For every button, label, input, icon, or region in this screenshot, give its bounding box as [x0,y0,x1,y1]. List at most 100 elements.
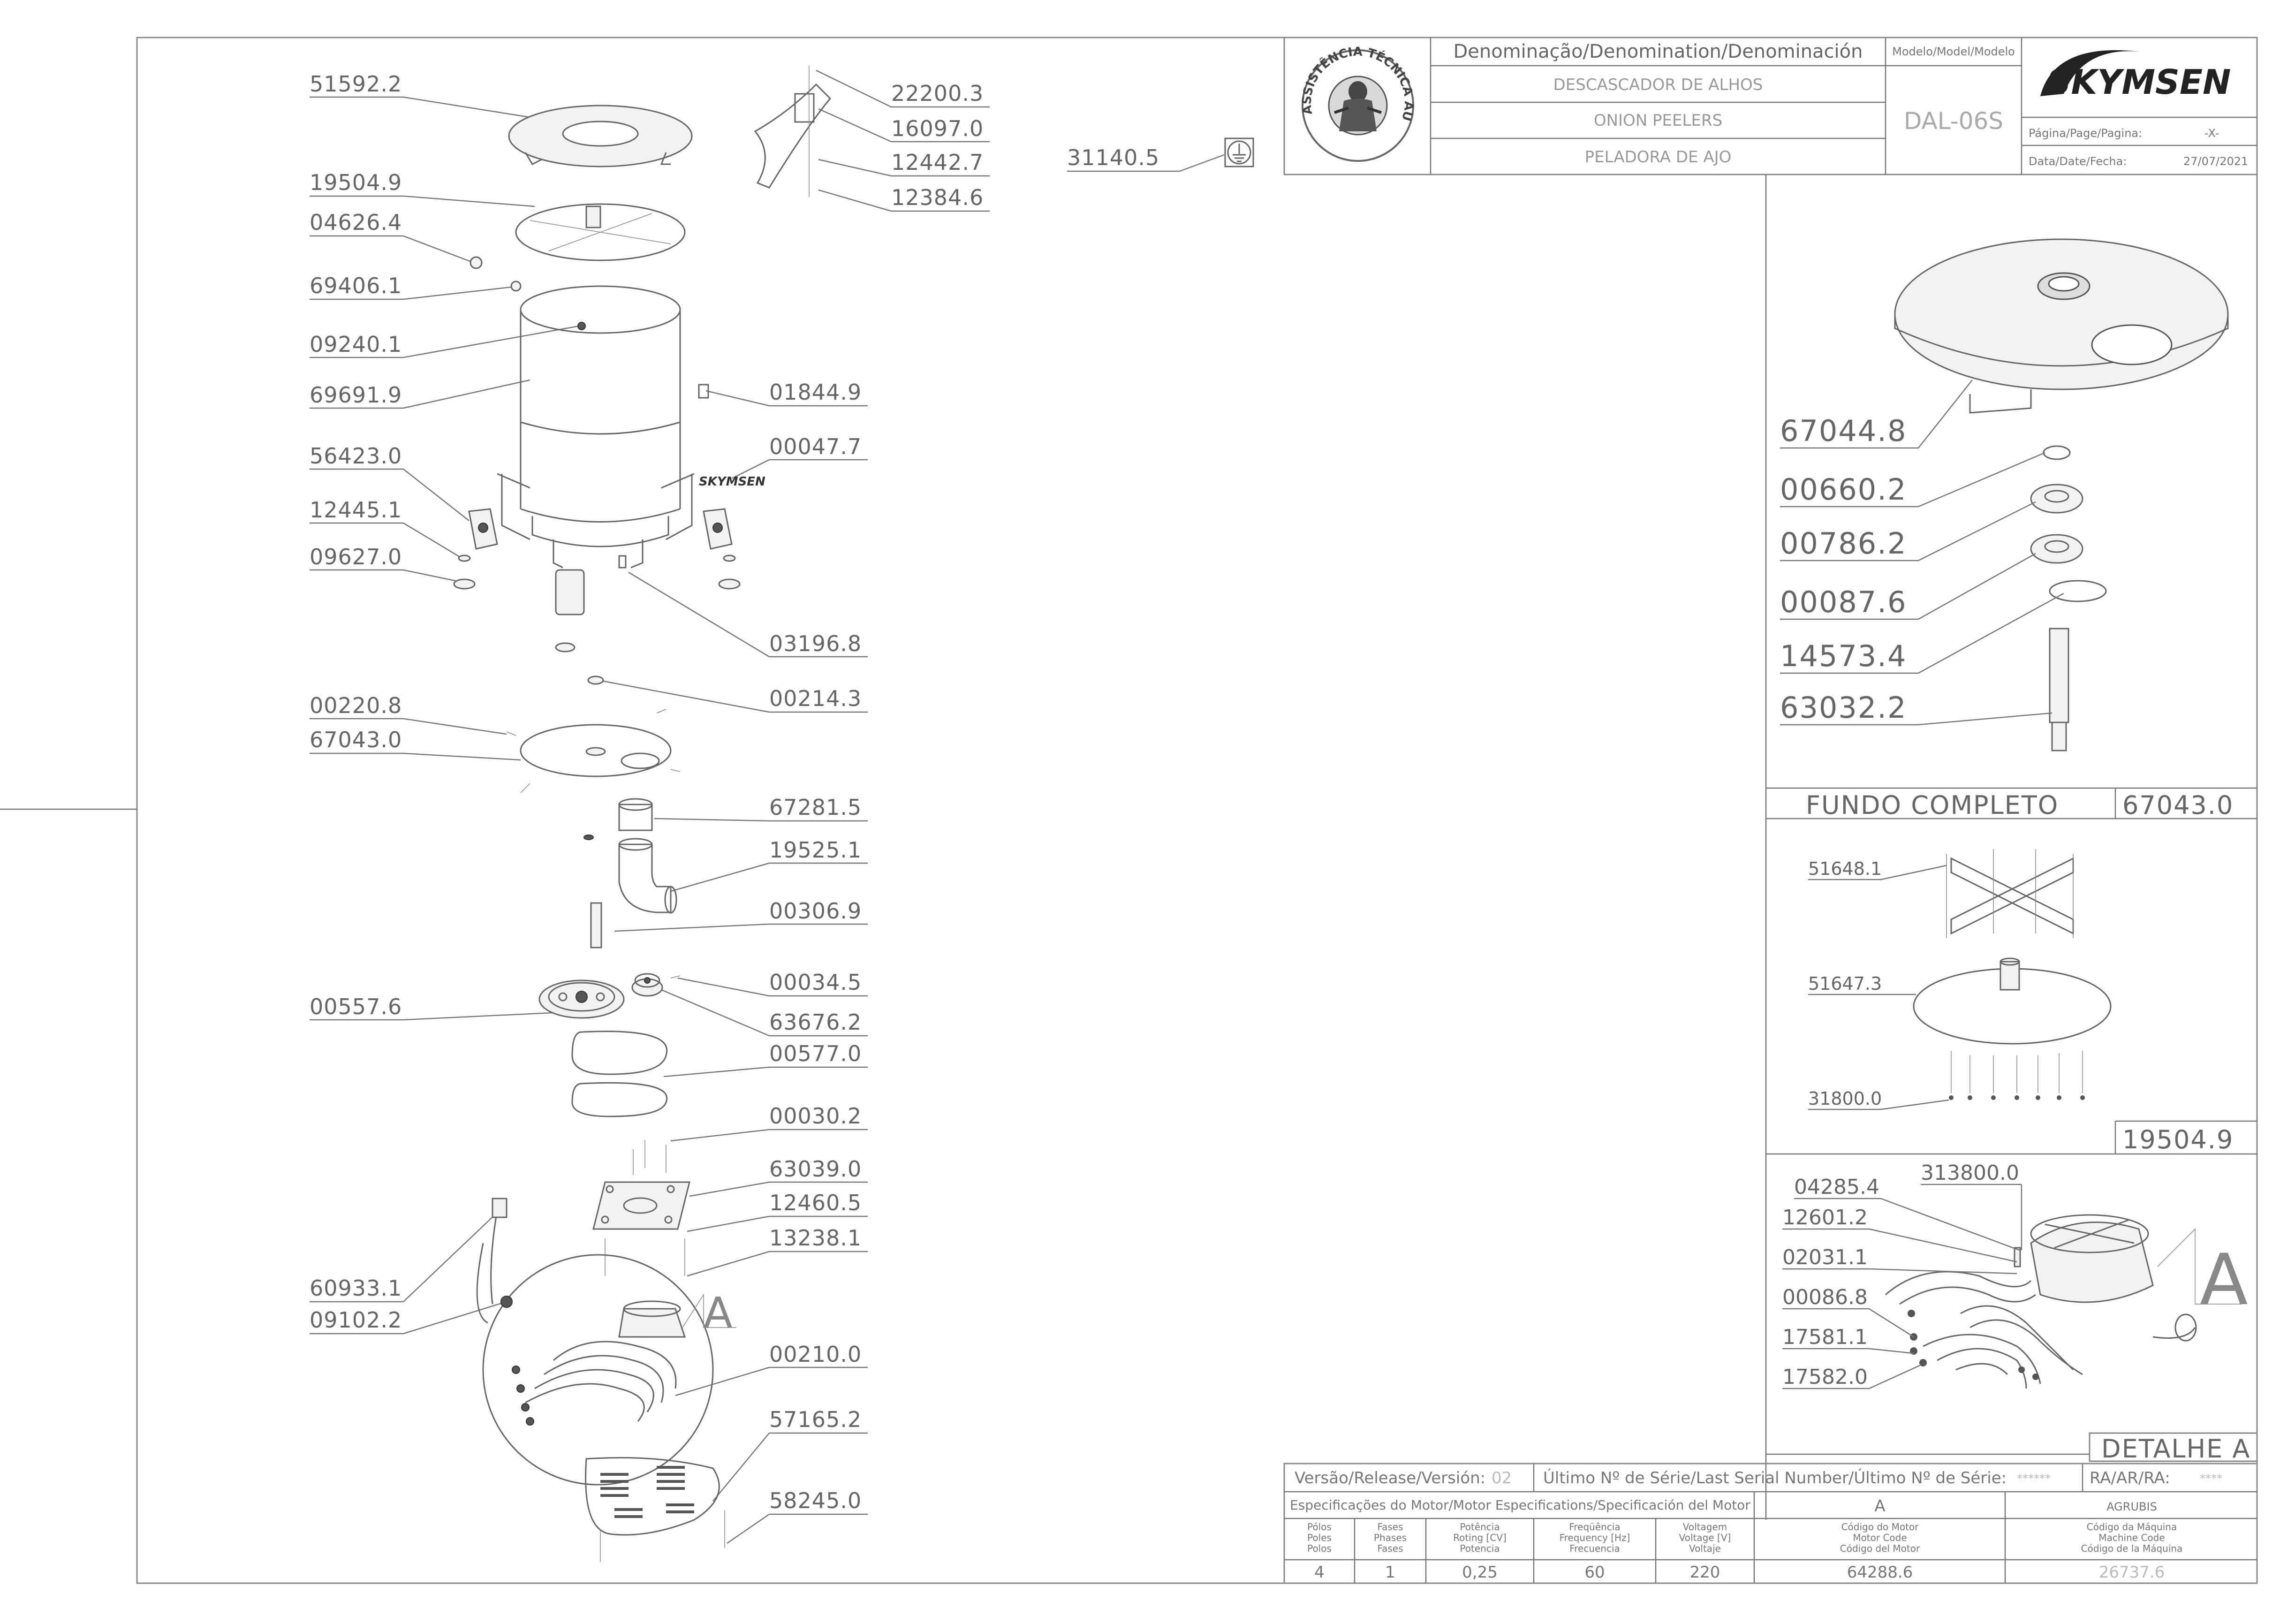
svg-text:Fases: Fases [1377,1521,1403,1533]
part-label: 00306.9 [769,898,862,924]
part-label: 51648.1 [1808,858,1882,879]
part-label: 01844.9 [769,379,862,405]
disc-assembly-panel: 19504.9 51648.1 51647.3 31800.0 [1766,849,2257,1155]
part-label: 17582.0 [1782,1365,1868,1389]
part-label: 63032.2 [1780,691,1907,725]
spec-col-motor-code: Código do Motor Motor Code Código del Mo… [1840,1521,1920,1582]
lid-part [508,105,693,167]
drawing-frame [136,37,2258,1584]
part-label: 09102.2 [310,1307,402,1333]
detalhe-a-marker: A [2200,1239,2248,1321]
svg-text:Pólos: Pólos [1307,1521,1332,1533]
detalhe-a-title: DETALHE A [2101,1434,2250,1464]
ra-value: **** [2200,1472,2222,1485]
foot-bracket-right [703,508,733,550]
part-label: 00087.6 [1780,585,1907,619]
part-label: 67043.0 [310,727,402,752]
part-label: 00786.2 [1780,526,1907,561]
motor-assembly [476,1198,714,1486]
part-label: 00220.8 [310,693,402,718]
part-label: 19525.1 [769,837,862,863]
svg-text:Polos: Polos [1307,1543,1332,1554]
cylinder-part [520,285,709,547]
model-code: DAL-06S [1904,107,2003,135]
svg-text:Poles: Poles [1307,1532,1332,1543]
svg-text:Phases: Phases [1374,1532,1407,1543]
svg-text:Frecuencia: Frecuencia [1569,1543,1620,1554]
part-label: 63039.0 [769,1156,862,1182]
large-pulley-part [538,979,625,1019]
footer-table: Versão/Release/Versión: 02 Último Nº de … [1283,1463,2258,1584]
part-label: 09627.0 [310,544,402,569]
seal-text: ASSISTÊNCIA TÉCNICA AUTORIZADA [0,0,1416,122]
brand-logo-small: SKYMSEN [699,475,765,489]
spec-col-voltage: Voltagem Voltage [V] Voltaje 220 [1679,1521,1731,1582]
serial-value: ****** [2017,1472,2051,1485]
elbow-pipe-part [618,843,672,913]
svg-text:ASSISTÊNCIA TÉCNICA AUTORIZADA: ASSISTÊNCIA TÉCNICA AUTORIZADA [0,0,1416,122]
part-label: 00214.3 [769,686,862,711]
part-label: 17581.1 [1782,1325,1868,1349]
part-label: 04626.4 [310,210,402,235]
svg-text:Motor Code: Motor Code [1853,1532,1907,1543]
name-en: ONION PEELERS [1594,111,1722,130]
small-pulley-part [631,973,681,997]
part-label: 12445.1 [310,497,402,523]
part-label: 00577.0 [769,1041,862,1066]
switch-box [555,569,585,615]
foot-bracket-left [468,508,498,550]
phases-value: 1 [1385,1563,1395,1582]
part-label: 00660.2 [1780,472,1907,507]
svg-text:Machine Code: Machine Code [2098,1532,2165,1543]
part-label: 14573.4 [1780,639,1907,673]
part-label: 51592.2 [310,71,402,97]
name-pt: DESCASCADOR DE ALHOS [1553,76,1763,94]
svg-text:Código do Motor: Código do Motor [1841,1521,1919,1533]
svg-text:Voltaje: Voltaje [1689,1543,1721,1554]
ra-label: RA/AR/RA: [2090,1469,2170,1487]
base-plate-part [506,675,681,793]
part-label: 69691.9 [310,382,402,408]
date-label: Data/Date/Fecha: [2029,155,2127,168]
svg-text:Código da Máquina: Código da Máquina [2087,1521,2177,1533]
part-label: 19504.9 [310,170,402,195]
spec-col-machine-code: Código da Máquina Machine Code Código de… [2081,1521,2183,1582]
part-label: 16097.0 [891,116,984,141]
part-label: 02031.1 [1782,1245,1868,1269]
part-label: 00557.6 [310,994,402,1019]
part-label: 57165.2 [769,1407,862,1432]
version-label: Versão/Release/Versión: [1295,1469,1485,1487]
motor-spec-label: Especificações do Motor/Motor Especifica… [1290,1497,1750,1513]
part-label: 00047.7 [769,434,862,459]
spec-col-power: Potência Roting [CV] Potencia 0,25 [1453,1521,1507,1582]
part-label: 00034.5 [769,970,862,995]
part-label: 67044.8 [1780,414,1907,448]
voltage-value: 220 [1690,1563,1720,1582]
part-label: 51647.3 [1808,973,1882,994]
svg-text:Roting [CV]: Roting [CV] [1453,1532,1507,1543]
motor-plate-part [592,1140,690,1230]
part-label: 12460.5 [769,1190,862,1215]
svg-text:Freqüência: Freqüência [1569,1521,1620,1533]
belt-part [571,1031,668,1075]
part-label: 13238.1 [769,1225,862,1251]
machine-code-value: 26737.6 [2099,1563,2165,1582]
date-value: 27/07/2021 [2183,155,2248,168]
part-label: 12442.7 [891,150,984,175]
svg-text:Potência: Potência [1460,1521,1500,1533]
part-label: 00030.2 [769,1103,862,1129]
part-label: 313800.0 [1921,1161,2019,1185]
svg-text:Código del Motor: Código del Motor [1840,1543,1920,1554]
inner-disc-part [515,203,686,261]
part-label: 60933.1 [310,1275,402,1301]
part-label: 00210.0 [769,1342,862,1367]
name-es: PELADORA DE AJO [1585,148,1732,167]
svg-text:Voltage [V]: Voltage [V] [1679,1532,1731,1543]
page-value: -X- [2204,127,2219,140]
denomination-header: Denominação/Denomination/Denominación [1453,41,1863,62]
lid-bracket-part [754,66,832,197]
detail-marker: A [704,1289,733,1338]
part-label: 09240.1 [310,332,402,357]
svg-text:Frequency [Hz]: Frequency [Hz] [1560,1532,1630,1543]
